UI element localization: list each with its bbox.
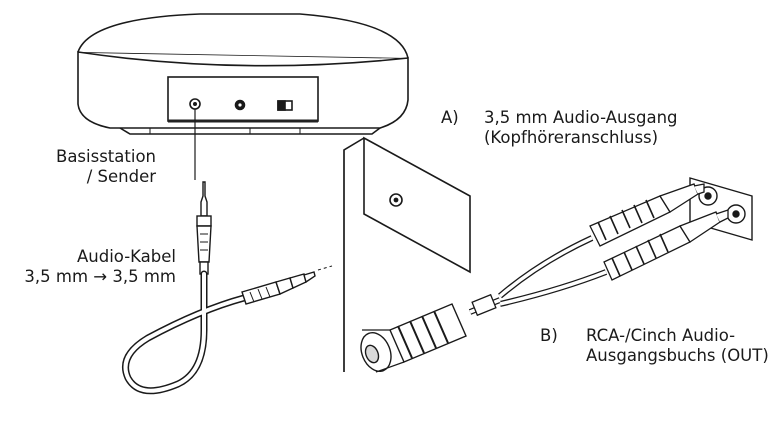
rca-plug-upper <box>589 183 705 247</box>
label-base-station: Basisstation / Sender <box>20 147 156 187</box>
plug-vertical <box>196 181 212 275</box>
label-option-a: 3,5 mm Audio-Ausgang (Kopfhöreranschluss… <box>484 108 678 148</box>
audio-cable <box>122 270 248 395</box>
label-option-b: RCA-/Cinch Audio- Ausgangsbuchs (OUT) <box>586 326 769 366</box>
label-option-a-line1: 3,5 mm Audio-Ausgang <box>484 108 678 127</box>
label-cable: Audio-Kabel 3,5 mm → 3,5 mm <box>0 247 176 287</box>
label-option-a-line2: (Kopfhöreranschluss) <box>484 128 659 147</box>
label-option-b-line2: Ausgangsbuchs (OUT) <box>586 346 769 365</box>
label-option-a-marker: A) <box>441 108 459 127</box>
label-option-b-line1: RCA-/Cinch Audio- <box>586 326 736 345</box>
label-option-b-marker: B) <box>540 326 558 345</box>
plug-horizontal <box>241 271 316 305</box>
audio-source-device <box>343 136 471 372</box>
label-cable-line2: 3,5 mm → 3,5 mm <box>24 267 176 286</box>
base-station <box>77 13 409 135</box>
jack-socket-adapter <box>360 303 467 373</box>
rca-plug-lower <box>603 209 729 281</box>
label-cable-line1: Audio-Kabel <box>76 247 176 266</box>
label-base-station-line1: Basisstation <box>56 147 156 166</box>
label-base-station-line2: / Sender <box>86 167 156 186</box>
